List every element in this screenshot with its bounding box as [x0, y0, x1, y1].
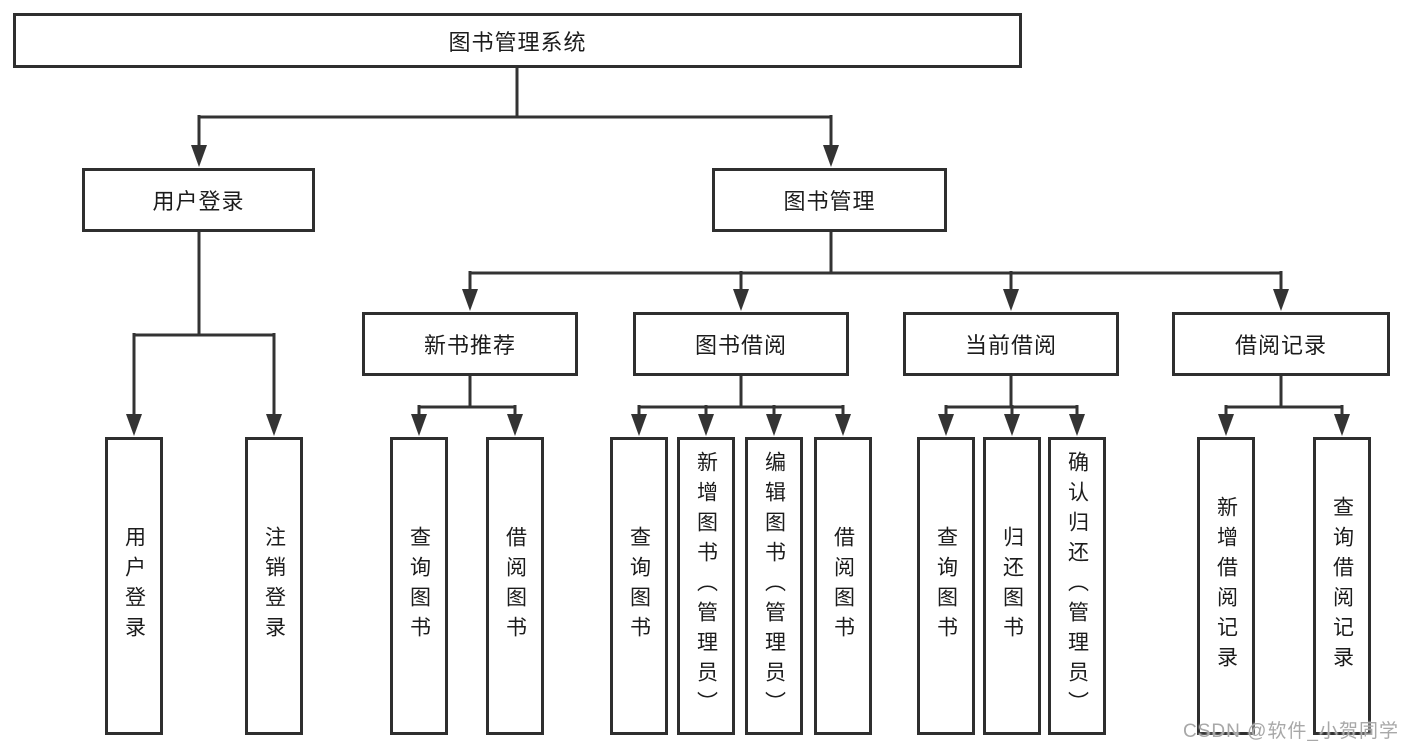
arrow-down-icon	[266, 414, 282, 436]
arrow-down-icon	[1004, 414, 1020, 436]
leaf-add-books-admin: 新增图书（管理员）	[677, 437, 735, 735]
connectors-new-book-recommend	[411, 376, 523, 436]
node-user-login: 用户登录	[82, 168, 315, 232]
leaf-query-books-borrow: 查询图书	[610, 437, 668, 735]
node-label: 新增借阅记录	[1214, 496, 1238, 676]
arrow-down-icon	[411, 414, 427, 436]
arrow-down-icon	[1334, 414, 1350, 436]
node-current-borrow: 当前借阅	[903, 312, 1119, 376]
arrow-down-icon	[823, 145, 839, 167]
arrow-down-icon	[698, 414, 714, 436]
arrow-down-icon	[1003, 289, 1019, 311]
node-label: 新书推荐	[423, 333, 516, 358]
node-book-management: 图书管理	[712, 168, 947, 232]
node-label: 图书管理系统	[448, 29, 587, 55]
node-label: 归还图书	[1000, 526, 1024, 646]
connectors-book-management	[462, 232, 1289, 311]
connectors-current-borrow	[938, 376, 1085, 436]
arrow-down-icon	[507, 414, 523, 436]
node-label: 编辑图书（管理员）	[762, 451, 786, 721]
arrow-down-icon	[1069, 414, 1085, 436]
connectors-user-login	[126, 232, 282, 436]
node-label: 新增图书（管理员）	[694, 451, 718, 721]
node-label: 确认归还（管理员）	[1065, 451, 1089, 721]
arrow-down-icon	[191, 145, 207, 167]
node-label: 借阅图书	[503, 526, 527, 646]
node-label: 借阅记录	[1234, 333, 1327, 358]
arrow-down-icon	[938, 414, 954, 436]
leaf-edit-books-admin: 编辑图书（管理员）	[745, 437, 803, 735]
leaf-return-books: 归还图书	[983, 437, 1041, 735]
leaf-query-borrow-record: 查询借阅记录	[1313, 437, 1371, 735]
node-label: 借阅图书	[831, 526, 855, 646]
node-label: 当前借阅	[964, 333, 1057, 358]
node-label: 查询借阅记录	[1330, 496, 1354, 676]
connectors-book-borrow	[631, 376, 851, 436]
leaf-confirm-return-admin: 确认归还（管理员）	[1048, 437, 1106, 735]
leaf-logout: 注销登录	[245, 437, 303, 735]
leaf-query-books-current: 查询图书	[917, 437, 975, 735]
node-label: 用户登录	[122, 526, 146, 646]
arrow-down-icon	[462, 289, 478, 311]
csdn-watermark: CSDN @软件_小贺同学	[1183, 721, 1399, 742]
node-book-borrow: 图书借阅	[633, 312, 849, 376]
arrow-down-icon	[733, 289, 749, 311]
arrow-down-icon	[631, 414, 647, 436]
arrow-down-icon	[835, 414, 851, 436]
leaf-query-books-recommend: 查询图书	[390, 437, 448, 735]
connectors-borrow-records	[1218, 376, 1350, 436]
arrow-down-icon	[1273, 289, 1289, 311]
node-label: 图书管理	[783, 189, 876, 214]
arrow-down-icon	[126, 414, 142, 436]
node-label: 用户登录	[152, 189, 245, 214]
leaf-add-borrow-record: 新增借阅记录	[1197, 437, 1255, 735]
node-label: 图书借阅	[694, 333, 787, 358]
node-label: 查询图书	[407, 526, 431, 646]
leaf-borrow-books-recommend: 借阅图书	[486, 437, 544, 735]
leaf-borrow-books: 借阅图书	[814, 437, 872, 735]
node-label: 查询图书	[934, 526, 958, 646]
node-label: 注销登录	[262, 526, 286, 646]
node-root-system: 图书管理系统	[13, 13, 1022, 68]
node-label: 查询图书	[627, 526, 651, 646]
leaf-user-login: 用户登录	[105, 437, 163, 735]
connectors-root	[191, 68, 839, 167]
arrow-down-icon	[766, 414, 782, 436]
arrow-down-icon	[1218, 414, 1234, 436]
node-new-book-recommend: 新书推荐	[362, 312, 578, 376]
node-borrow-records: 借阅记录	[1172, 312, 1390, 376]
